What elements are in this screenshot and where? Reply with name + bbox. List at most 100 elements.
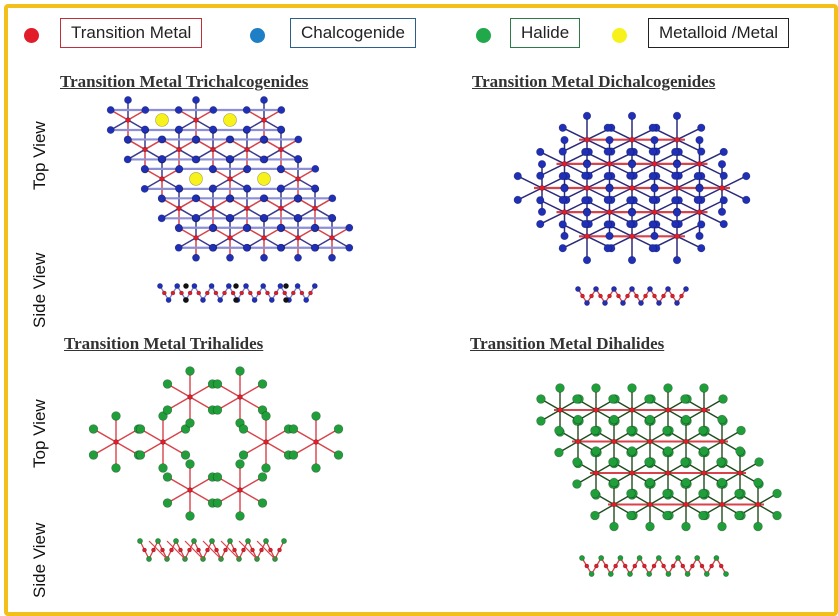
metal-atom xyxy=(278,146,284,153)
metal-atom xyxy=(606,160,613,167)
chalcogen-atom xyxy=(697,220,706,229)
metal-atom xyxy=(125,117,131,123)
side-metal-atom xyxy=(603,563,609,569)
halide-atom xyxy=(238,424,249,434)
halide-atom xyxy=(591,383,601,393)
halide-atom xyxy=(212,498,223,508)
halide-atom xyxy=(662,425,672,436)
side-metal-atom xyxy=(162,290,167,296)
chalcogen-atom xyxy=(558,172,567,181)
side-atom xyxy=(713,555,720,561)
halide-atom xyxy=(111,411,121,421)
side-metal-atom xyxy=(690,563,695,569)
metal-atom xyxy=(193,235,199,241)
chalcogen-atom xyxy=(192,96,200,104)
halide-atom xyxy=(158,463,168,473)
side-atom xyxy=(636,555,643,561)
side-metal-atom xyxy=(187,290,193,296)
side-metal-atom xyxy=(643,293,648,299)
side-metal-atom xyxy=(196,547,201,553)
halide-atom xyxy=(288,424,299,434)
metal-atom xyxy=(142,146,148,153)
side-atom xyxy=(245,538,251,544)
halide-atom xyxy=(590,425,600,436)
side-atom xyxy=(593,286,599,292)
chalcogen-atom xyxy=(174,243,183,252)
metal-atom xyxy=(665,407,671,413)
metal-atom xyxy=(674,136,680,143)
chalcogen-atom xyxy=(294,253,302,262)
chalcogen-atom xyxy=(581,147,590,157)
bond xyxy=(676,235,702,249)
side-metal-atom xyxy=(187,547,192,553)
halide-atom xyxy=(698,425,708,436)
chalcogen-atom xyxy=(627,160,637,169)
chalcogen-atom xyxy=(191,155,200,164)
metal-atom xyxy=(674,185,680,191)
halide-atom xyxy=(261,411,271,421)
chalcogen-atom xyxy=(627,208,637,217)
chalcogen-atom xyxy=(719,147,728,157)
side-atom xyxy=(620,300,626,306)
halide-atom xyxy=(162,379,173,389)
halide-atom xyxy=(609,477,619,488)
bond xyxy=(202,540,222,560)
chalcogen-atom xyxy=(536,196,545,205)
bond xyxy=(562,235,588,249)
metal-atom xyxy=(575,438,581,445)
chalcogen-atom xyxy=(242,223,251,232)
metal-atom xyxy=(651,160,658,167)
chalcogen-atom xyxy=(328,194,337,203)
halide-atom xyxy=(212,379,223,389)
chalcogen-atom xyxy=(226,253,234,262)
metal-atom xyxy=(227,176,233,182)
bond xyxy=(184,540,204,560)
side-metal-atom xyxy=(709,563,714,569)
halide-dot-icon xyxy=(476,28,491,43)
side-metal-atom xyxy=(248,290,253,296)
side-atom xyxy=(281,538,287,544)
chalcogen-atom xyxy=(697,147,706,156)
chalcogen-atom xyxy=(310,223,319,232)
chalcogen-atom xyxy=(605,135,614,145)
metal-atom xyxy=(278,205,284,212)
metal-atom xyxy=(227,235,233,241)
chalcogen-atom xyxy=(276,164,285,173)
metal-atom xyxy=(261,235,267,241)
side-atom xyxy=(200,297,206,303)
side-metal-atom xyxy=(584,563,590,569)
halide-atom xyxy=(554,425,564,436)
metal-atom xyxy=(696,209,703,216)
halide-atom xyxy=(88,450,99,460)
metalloid-dot-icon xyxy=(612,28,627,43)
metalloid-side-atom xyxy=(233,297,239,303)
chalcogen-atom xyxy=(719,171,728,180)
dichalcogenide-side-view xyxy=(575,286,689,306)
metal-atom xyxy=(665,470,671,476)
halide-atom xyxy=(333,424,344,434)
chalcogen-atom xyxy=(581,171,590,180)
halide-atom xyxy=(536,394,546,404)
side-atom xyxy=(191,283,198,289)
halide-atom xyxy=(590,488,600,499)
side-metal-atom xyxy=(670,563,676,569)
side-atom xyxy=(575,286,581,292)
metalloid-atom xyxy=(223,113,237,127)
halide-atom xyxy=(311,411,321,421)
halide-atom xyxy=(235,459,245,469)
chalcogen-atom xyxy=(209,106,218,114)
bond xyxy=(166,540,186,560)
bond xyxy=(676,127,702,141)
halide-atom xyxy=(644,457,654,467)
chalcogen-atom xyxy=(277,106,286,114)
chalcogen-atom xyxy=(124,96,132,104)
chalcogen-atom xyxy=(158,154,166,163)
halide-atom xyxy=(608,457,618,467)
halide-atom xyxy=(644,394,654,404)
side-metal-atom xyxy=(232,547,237,553)
metal-atom xyxy=(295,176,301,182)
chalcogen-atom xyxy=(209,184,217,193)
halide-atom xyxy=(572,457,582,467)
bond xyxy=(699,199,725,213)
metal-atom xyxy=(629,470,635,476)
